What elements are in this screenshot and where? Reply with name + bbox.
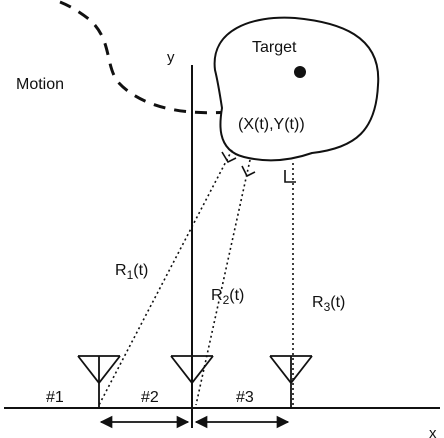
range-label-2: R2(t): [211, 287, 244, 307]
x-axis-label: x: [429, 425, 437, 438]
target-label: Target: [252, 39, 297, 56]
antenna-2-icon: [170, 355, 214, 384]
antenna-1-icon: [77, 355, 121, 408]
antenna-2-label: #2: [141, 389, 159, 406]
antenna-3-icon: [269, 355, 313, 408]
range-label-1: R1(t): [115, 262, 148, 282]
antenna-1-label: #1: [46, 389, 64, 406]
motion-label: Motion: [16, 76, 64, 93]
target-point: [294, 66, 306, 78]
position-label: (X(t),Y(t)): [238, 116, 305, 133]
range-label-3: R3(t): [312, 294, 345, 314]
range-label-2-sub: 2: [223, 293, 230, 307]
range-line-2: [195, 159, 251, 406]
range-label-1-arg: (t): [133, 262, 148, 279]
range-label-1-sub: 1: [127, 268, 134, 282]
range-label-1-base: R: [115, 262, 127, 279]
range-label-3-sub: 3: [324, 300, 331, 314]
range-label-3-base: R: [312, 294, 324, 311]
range-label-2-arg: (t): [229, 287, 244, 304]
y-axis-label: y: [167, 49, 175, 66]
motion-path: [59, 0, 231, 115]
range-label-3-arg: (t): [330, 294, 345, 311]
right-angle-marker-1: [221, 151, 237, 164]
right-angle-marker-2: [241, 165, 256, 178]
range-label-2-base: R: [211, 287, 223, 304]
target-body: [213, 16, 380, 162]
antenna-3-label: #3: [236, 389, 254, 406]
right-angle-marker-3: [284, 170, 296, 183]
